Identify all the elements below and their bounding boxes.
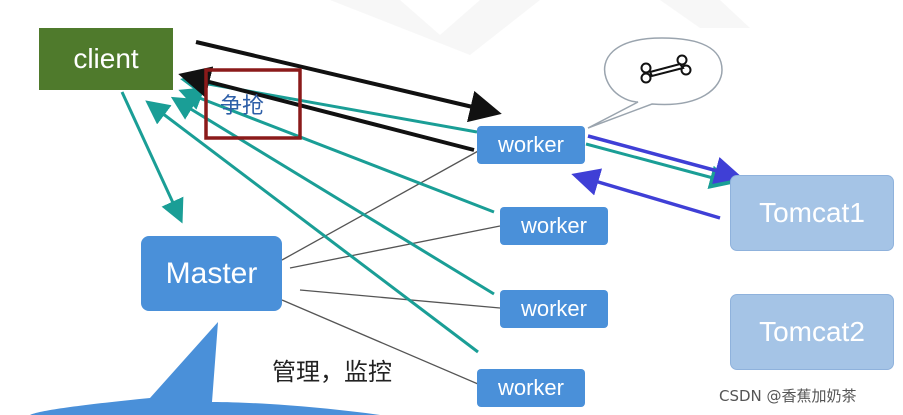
tomcat1-node: Tomcat1 [730, 175, 894, 251]
client-node: client [39, 28, 173, 90]
compete-arrows [178, 40, 502, 152]
manage-monitor-label: 管理，监控 [272, 358, 392, 386]
tomcat-to-worker-blue-arrow [571, 168, 721, 220]
csdn-watermark: CSDN @香蕉加奶茶 [719, 387, 857, 405]
worker-to-tomcat-blue-arrow [587, 134, 743, 185]
master-label: Master [165, 256, 258, 290]
bone-icon [640, 54, 692, 84]
worker-node: worker [500, 207, 608, 245]
worker-node: worker [477, 369, 585, 407]
compete-label: 争抢 [220, 93, 265, 118]
bottom-speech-bubble [30, 322, 380, 415]
worker-label: worker [520, 213, 587, 238]
worker-to-tomcat-teal-arrow [585, 142, 734, 189]
worker-label: worker [497, 132, 564, 157]
tomcat2-label: Tomcat2 [759, 316, 865, 347]
master-node: Master [141, 236, 282, 311]
speech-bubble [587, 37, 723, 129]
client-to-master-arrow [120, 91, 184, 224]
compete-highlight-box [204, 68, 302, 140]
master-management-lines [281, 149, 501, 385]
worker-node: worker [477, 126, 585, 164]
worker-to-client-arrows [145, 71, 495, 354]
tomcat1-label: Tomcat1 [759, 197, 865, 228]
worker-label: worker [497, 375, 564, 400]
worker-label: worker [520, 296, 587, 321]
tomcat2-node: Tomcat2 [730, 294, 894, 370]
worker-node: worker [500, 290, 608, 328]
background-watermark-shape [330, 0, 750, 55]
client-label: client [73, 43, 139, 74]
